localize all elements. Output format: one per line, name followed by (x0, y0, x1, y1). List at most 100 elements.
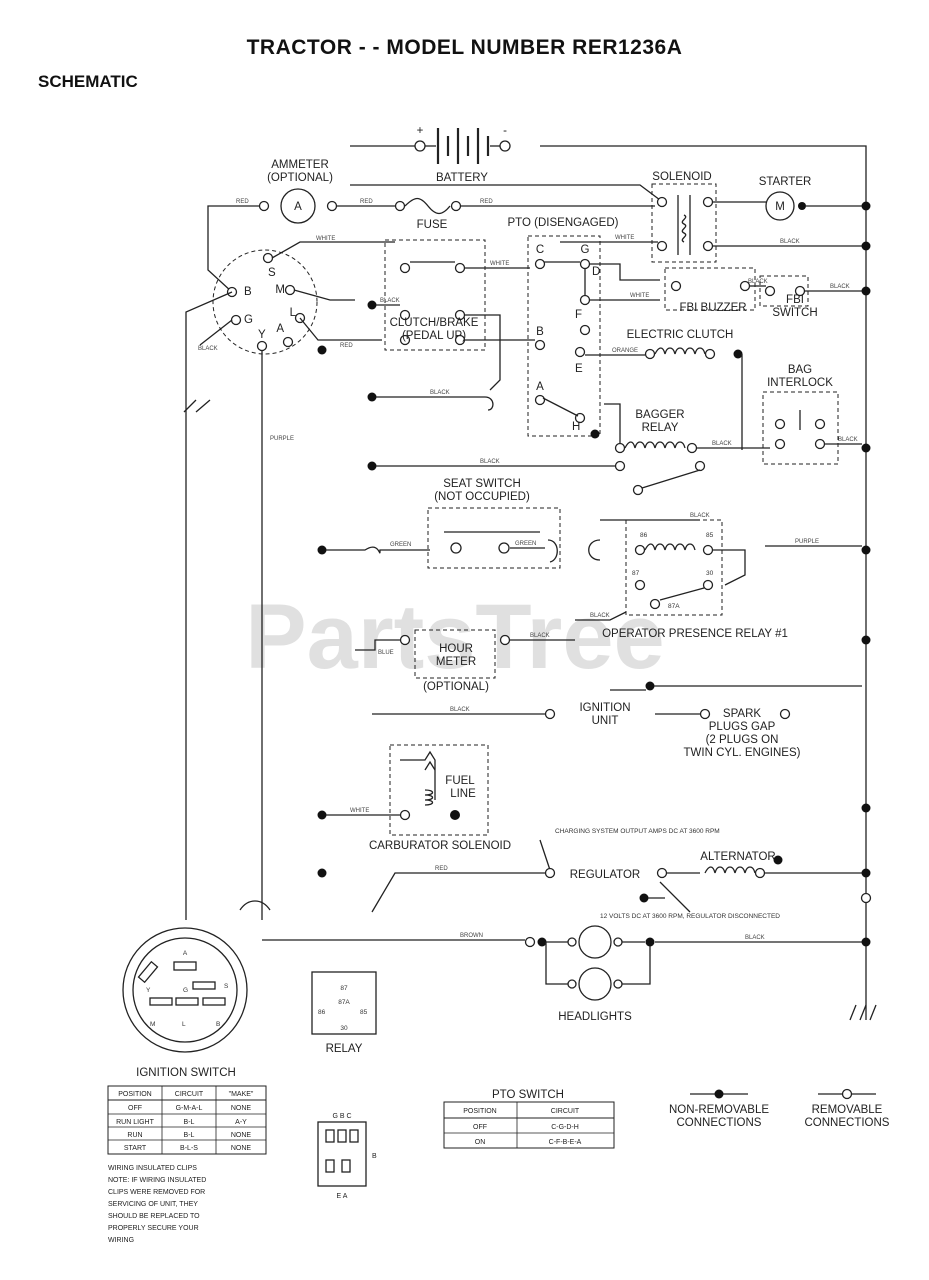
svg-text:BLACK: BLACK (430, 390, 450, 396)
schematic-subtitle: SCHEMATIC (38, 72, 138, 91)
ammeter: AMMETER (OPTIONAL) A (258, 159, 338, 224)
svg-text:RUN LIGHT: RUN LIGHT (116, 1119, 154, 1126)
hour-meter: HOUR METER (OPTIONAL) (399, 629, 511, 693)
headlights-label: HEADLIGHTS (558, 1011, 632, 1023)
svg-text:CONNECTIONS: CONNECTIONS (677, 1117, 762, 1129)
pto-switch-table: PTO SWITCH POSITION CIRCUIT OFF C-G-D-H … (443, 1089, 615, 1149)
svg-text:NOTE: IF WIRING INSULATED: NOTE: IF WIRING INSULATED (108, 1177, 206, 1184)
svg-text:REMOVABLE: REMOVABLE (812, 1104, 883, 1116)
pto-terminal-c: C (536, 244, 544, 256)
svg-text:ON: ON (475, 1139, 486, 1146)
relay-pinout: 87 87A 86 85 30 RELAY (311, 971, 377, 1055)
switch-terminal-m: M (275, 284, 285, 296)
svg-text:BLACK: BLACK (838, 437, 858, 443)
pto-terminal-b: B (536, 326, 544, 338)
battery-solenoid-wire (350, 184, 661, 201)
ignition-switch-label: IGNITION SWITCH (136, 1067, 236, 1079)
svg-text:START: START (124, 1145, 147, 1152)
svg-text:NON-REMOVABLE: NON-REMOVABLE (669, 1104, 769, 1116)
relay-pin-86: 86 (318, 1009, 326, 1016)
svg-text:RED: RED (435, 866, 448, 872)
spark-label-1: SPARK (723, 708, 761, 720)
svg-text:WHITE: WHITE (490, 261, 509, 267)
ign-face-a: A (183, 950, 188, 957)
pto-plug-connector: G B C B E A (317, 1113, 377, 1200)
svg-text:RED: RED (340, 343, 353, 349)
ammeter-to-switch-wire (207, 205, 260, 293)
clutch-brake-label-2: (PEDAL UP) (402, 330, 466, 342)
svg-text:WHITE: WHITE (316, 236, 335, 242)
legend-removable: REMOVABLE CONNECTIONS (805, 1088, 890, 1129)
svg-text:B-L-S: B-L-S (180, 1145, 198, 1152)
ignition-switch-face: A Y G S M L B (122, 927, 248, 1053)
relay-pin-30: 30 (340, 1025, 348, 1032)
svg-text:OFF: OFF (128, 1105, 142, 1112)
svg-text:PURPLE: PURPLE (795, 539, 819, 545)
starter-label: STARTER (759, 176, 812, 188)
svg-text:B-L: B-L (184, 1132, 195, 1139)
spark-label-2: PLUGS GAP (709, 721, 776, 733)
switch-terminal-y: Y (258, 329, 266, 341)
svg-text:POSITION: POSITION (463, 1108, 496, 1115)
svg-text:CIRCUIT: CIRCUIT (551, 1108, 580, 1115)
solenoid: SOLENOID (651, 171, 717, 263)
svg-text:BLACK: BLACK (450, 707, 470, 713)
svg-text:SHOULD BE REPLACED TO: SHOULD BE REPLACED TO (108, 1213, 200, 1220)
pto-terminal-a: A (536, 381, 544, 393)
svg-text:WHITE: WHITE (350, 808, 369, 814)
svg-text:BLACK: BLACK (712, 441, 732, 447)
svg-text:C-G-D-H: C-G-D-H (551, 1124, 579, 1131)
carburator-label: CARBURATOR SOLENOID (369, 840, 511, 852)
svg-text:RED: RED (360, 199, 373, 205)
pto-terminal-d: D (592, 266, 600, 278)
svg-text:PROPERLY SECURE YOUR: PROPERLY SECURE YOUR (108, 1225, 199, 1232)
fuel-line-label-1: FUEL (445, 775, 475, 787)
solenoid-label: SOLENOID (652, 171, 711, 183)
op-relay-30: 30 (706, 570, 714, 577)
legend-nonremovable: NON-REMOVABLE CONNECTIONS (669, 1089, 769, 1129)
fbi-buzzer: FBI BUZZER (664, 267, 756, 314)
ign-face-l: L (182, 1021, 186, 1028)
clutch-brake-label-1: CLUTCH/BRAKE (390, 317, 479, 329)
pto-switch-schematic: PTO (DISENGAGED) C G D F B E A H (508, 217, 619, 437)
ammeter-label-2: (OPTIONAL) (267, 172, 333, 184)
ammeter-label-1: AMMETER (271, 159, 329, 171)
battery-positive-label: + (417, 125, 424, 137)
ignition-switch-schematic: B S M G L A Y (212, 249, 318, 355)
electric-clutch: ELECTRIC CLUTCH (627, 329, 743, 360)
clutch-brake-switch: CLUTCH/BRAKE (PEDAL UP) (367, 239, 486, 351)
op-relay-86: 86 (640, 532, 648, 539)
ignition-unit-label-1: IGNITION (579, 702, 630, 714)
starter-motor: STARTER M (759, 176, 871, 221)
pto-switch-label: PTO SWITCH (492, 1089, 564, 1101)
svg-text:POSITION: POSITION (118, 1091, 151, 1098)
ign-face-g: G (183, 987, 188, 994)
svg-text:ORANGE: ORANGE (612, 348, 638, 354)
headlights: HEADLIGHTS (558, 925, 632, 1023)
seat-switch-label-1: SEAT SWITCH (443, 478, 521, 490)
svg-text:WHITE: WHITE (615, 235, 634, 241)
relay-label: RELAY (326, 1043, 363, 1055)
pto-terminal-f: F (575, 309, 582, 321)
fbi-switch-label-2: SWITCH (772, 307, 817, 319)
pto-label: PTO (DISENGAGED) (508, 217, 619, 229)
hour-meter-label-2: METER (436, 656, 476, 668)
svg-text:B-L: B-L (184, 1119, 195, 1126)
relay-pin-85: 85 (360, 1009, 368, 1016)
fbi-switch-label-1: FBI (786, 294, 804, 306)
operator-relay-label: OPERATOR PRESENCE RELAY #1 (602, 628, 788, 640)
svg-text:B: B (372, 1153, 377, 1160)
svg-text:WIRING INSULATED CLIPS: WIRING INSULATED CLIPS (108, 1165, 197, 1172)
bag-interlock: BAG INTERLOCK (762, 364, 839, 465)
bag-interlock-label-2: INTERLOCK (767, 377, 833, 389)
regulator-note: CHARGING SYSTEM OUTPUT AMPS DC AT 3600 R… (555, 828, 720, 835)
svg-text:WHITE: WHITE (630, 293, 649, 299)
seat-switch: SEAT SWITCH (NOT OCCUPIED) (427, 478, 561, 569)
fbi-buzzer-label: FBI BUZZER (679, 302, 746, 314)
ign-face-m: M (150, 1021, 155, 1028)
svg-text:BLACK: BLACK (830, 284, 850, 290)
spark-label-3: (2 PLUGS ON (706, 734, 779, 746)
battery-label: BATTERY (436, 172, 488, 184)
fuse-label: FUSE (417, 219, 448, 231)
bag-interlock-label-1: BAG (788, 364, 812, 376)
